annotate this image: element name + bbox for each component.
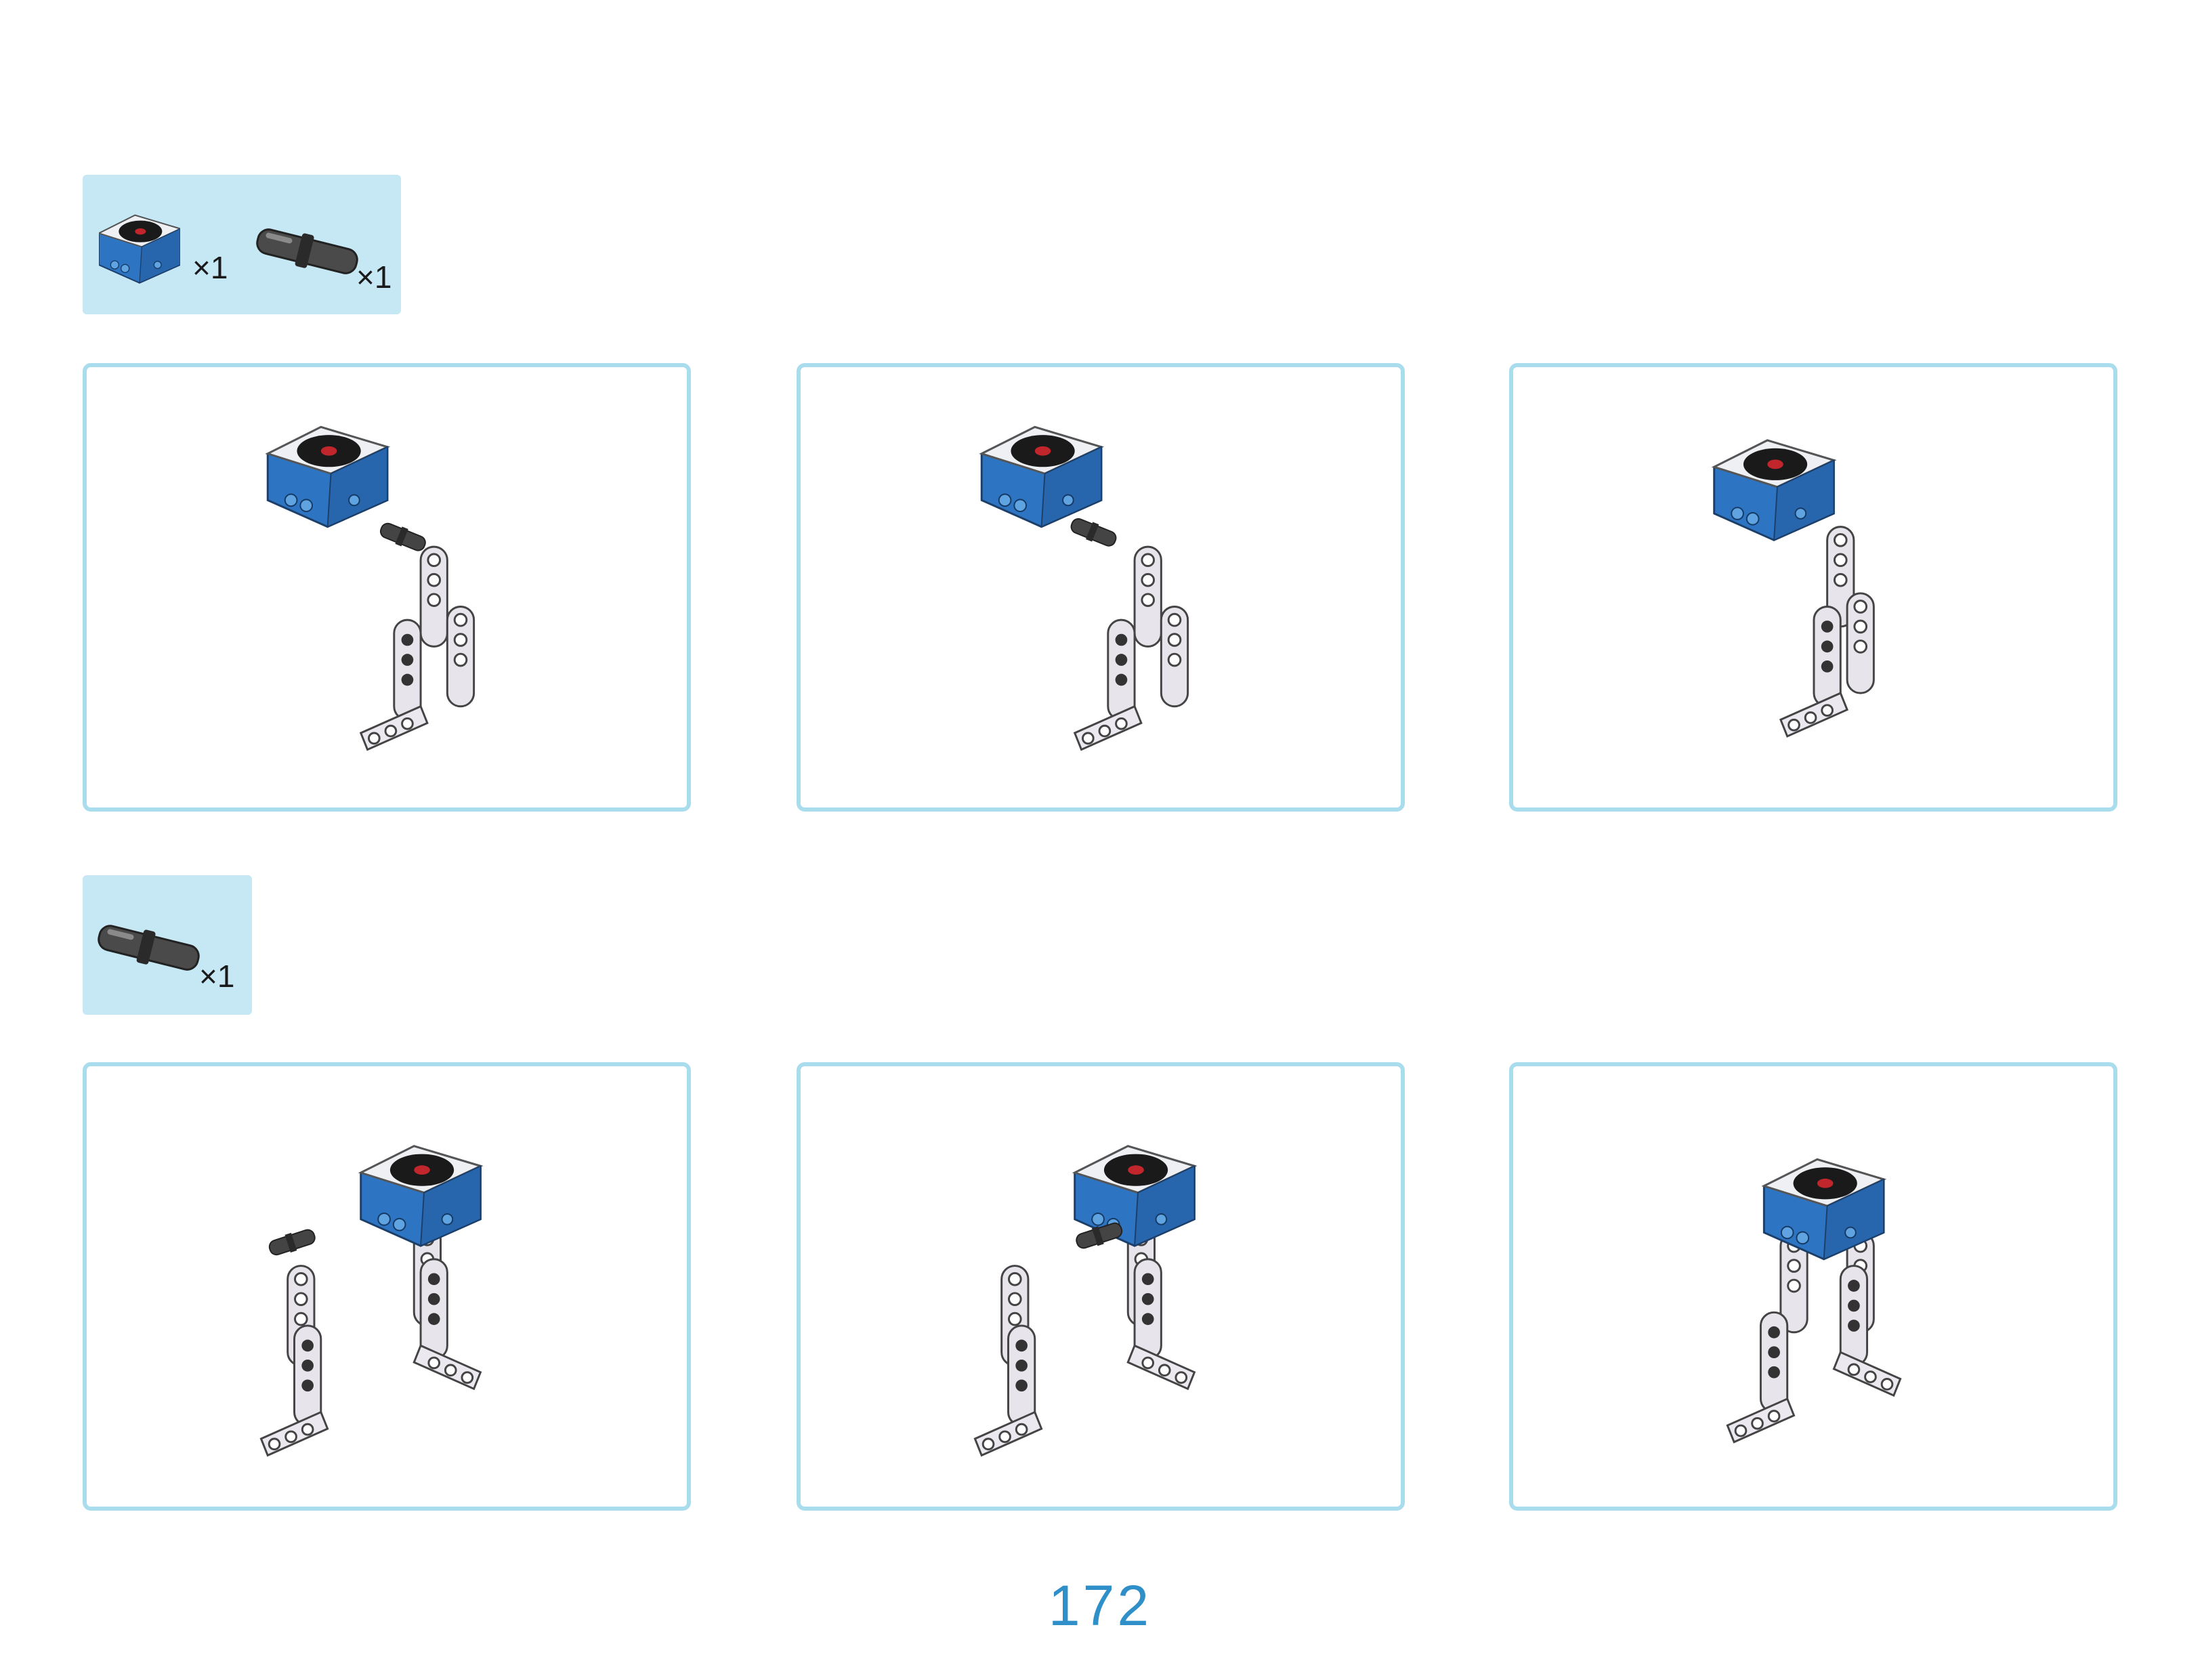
assembly-step-3-illustration	[1713, 439, 1875, 738]
parts-quantity: ×1	[192, 250, 228, 285]
parts-list-1: ×1 ×1	[83, 175, 401, 314]
assembly-step-1	[83, 363, 691, 812]
parts-quantity: ×1	[199, 959, 235, 994]
assembly-step-6	[1509, 1062, 2117, 1511]
parts-list-2: ×1	[83, 875, 252, 1015]
assembly-step-4-illustration	[259, 1145, 482, 1456]
assembly-step-3	[1509, 363, 2117, 812]
assembly-step-4	[83, 1062, 691, 1511]
assembly-step-2	[797, 363, 1405, 812]
sensor-module-icon	[99, 214, 180, 284]
connector-pin-icon	[98, 925, 200, 971]
page-number: 172	[1048, 1574, 1152, 1637]
assembly-step-2-illustration	[980, 425, 1189, 751]
parts-quantity: ×1	[356, 259, 392, 295]
assembly-step-5	[797, 1062, 1405, 1511]
assembly-step-6-illustration	[1726, 1158, 1902, 1444]
connector-pin-icon	[256, 228, 358, 274]
assembly-step-1-illustration	[266, 425, 475, 751]
assembly-step-5-illustration	[973, 1145, 1196, 1456]
